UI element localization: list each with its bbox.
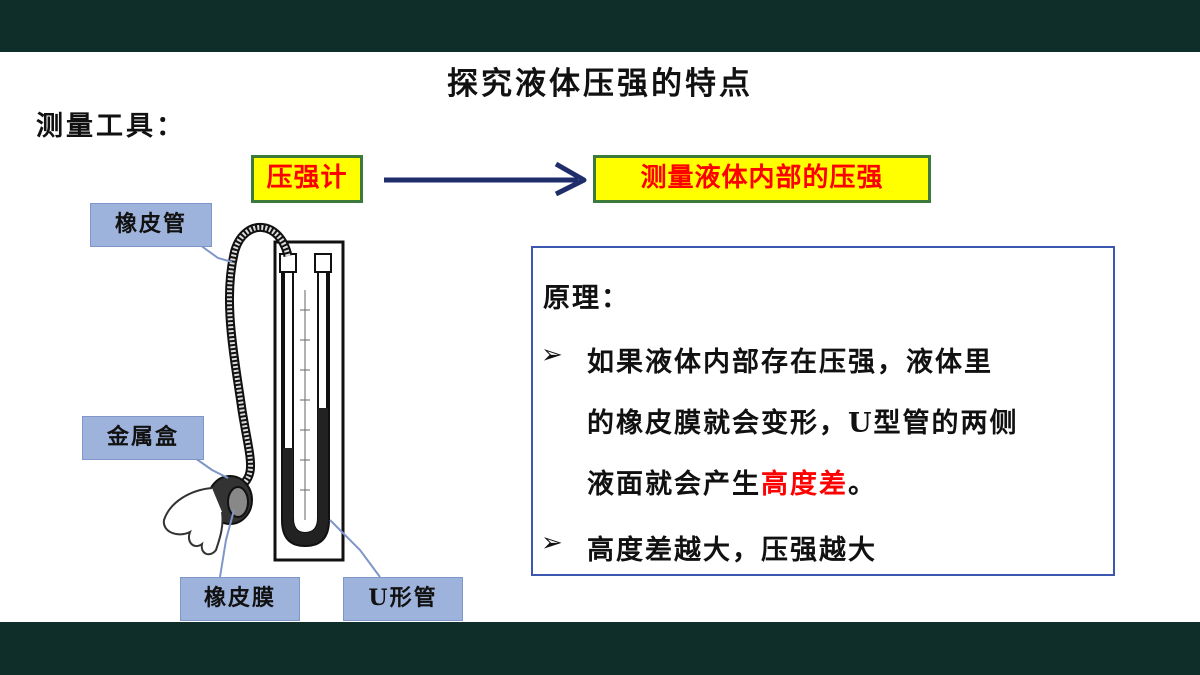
manometer-scale [300,290,310,520]
page-title: 探究液体压强的特点 [447,66,753,102]
right-arrow-icon [384,161,587,196]
pressure-gauge-box: 压强计 [251,155,363,203]
tools-label: 测量工具： [36,111,186,142]
bullet-2-text: 高度差越大，压强越大 [587,535,877,566]
purpose-box: 测量液体内部的压强 [593,155,931,203]
callout-rubber-film: 橡皮膜 [180,577,300,621]
bottom-band [0,622,1200,675]
callout-rubber-tube: 橡皮管 [90,203,212,247]
principle-box: 原理： ➢ 如果液体内部存在压强，液体里 的橡皮膜就会变形，U型管的两侧 液面就… [531,246,1115,576]
hand [162,487,224,556]
bullet-arrow-icon: ➢ [541,340,565,370]
rubber-film [227,486,249,518]
manometer-illustration [162,222,345,562]
principle-title: 原理： [543,283,630,314]
height-difference-highlight: 高度差 [761,469,848,500]
bullet-1-line-3-prefix: 液面就会产生 [587,469,761,500]
bullet-1-line-1: 如果液体内部存在压强，液体里 [587,347,993,378]
bullet-1-line-3: 液面就会产生高度差。 [587,462,877,501]
bullet-1-line-2: 的橡皮膜就会变形，U型管的两侧 [587,408,1019,439]
bullet-arrow-icon: ➢ [541,528,565,558]
top-band [0,0,1200,52]
callout-u-tube: U形管 [343,577,463,621]
u-tube-liquid [283,408,328,545]
bullet-1-line-3-suffix: 。 [848,469,877,500]
callout-metal-box: 金属盒 [82,416,204,460]
